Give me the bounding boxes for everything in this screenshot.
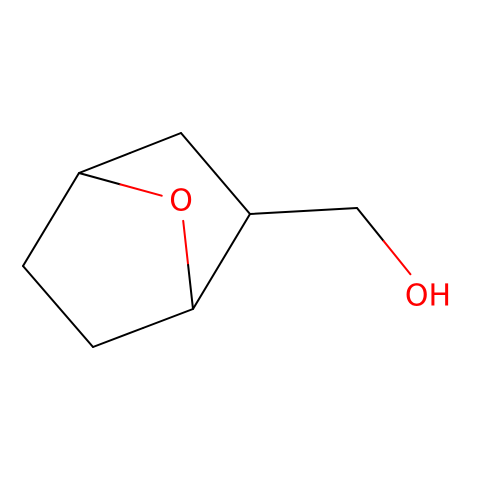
bond-segment [92,327,144,348]
bond-segment [214,172,251,215]
bond-segment [22,218,52,267]
bond-segment [220,213,251,263]
bond-segment [302,207,358,212]
bond-bridgehead-1-bridge-oxygen [78,172,163,197]
bond-segment [57,305,94,348]
bond-bridgehead-1-ring-c-upper [78,132,182,174]
bond-layer [22,132,412,348]
bond-segment [249,210,305,215]
bond-ring-c-left-bridgehead-1 [22,172,80,267]
bond-segment [180,132,217,175]
atom-label-layer: O OH [169,184,451,314]
bond-ring-c-upper-ring-c-substituted [180,132,251,215]
bond-segment [119,183,163,197]
bond-segment [382,240,412,276]
bond-ring-c-lower-ring-c-left [22,265,94,348]
bond-bridgehead-2-ring-c-lower [92,308,194,348]
bond-segment [356,207,385,243]
bond-segment [187,263,194,310]
bond-segment [78,152,131,174]
bond-segment [50,172,80,221]
bond-methylene-c-hydroxyl-oxygen [356,207,412,276]
bond-bridge-oxygen-bridgehead-2 [182,219,194,310]
bond-ring-c-substituted-bridgehead-2 [192,213,251,310]
bond-ring-c-substituted-methylene-c [249,207,358,215]
bridge-oxygen-label: O [169,184,193,219]
bond-segment [142,308,194,329]
bond-segment [192,260,223,310]
bond-segment [182,219,190,266]
bond-segment [78,172,122,186]
hydroxyl-oxygen-label: OH [405,279,451,314]
bond-segment [129,132,182,154]
bond-segment [22,265,59,308]
